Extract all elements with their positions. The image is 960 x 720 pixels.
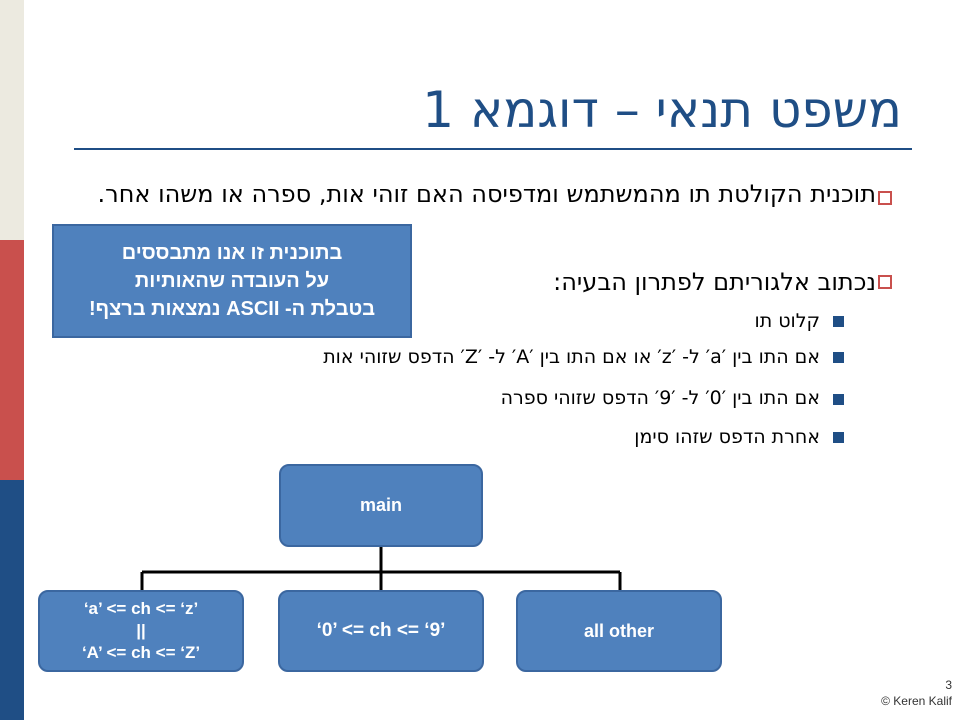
sub-bullet-text-1: קלוט תו xyxy=(754,310,820,332)
sub-bullet-square-icon xyxy=(833,352,844,363)
left-stripe-red xyxy=(0,240,24,480)
node-digit-condition: ‘0’ <= ch <= ‘9’ xyxy=(278,590,484,672)
sub-bullet-square-icon xyxy=(833,432,844,443)
sub-bullet-text-2: אם התו בין ′a′ ל- ′z′ או אם התו בין ′A′ … xyxy=(323,346,820,368)
bullet-text-2: נכתוב אלגוריתם לפתרון הבעיה: xyxy=(553,268,876,296)
bullet-square-icon xyxy=(878,191,892,205)
left-stripe-blue xyxy=(0,480,24,720)
sub-bullet-text-4: אחרת הדפס שזהו סימן xyxy=(634,426,820,448)
node-letter-condition: ‘a’ <= ch <= ‘z’ || ‘A’ <= ch <= ‘Z’ xyxy=(38,590,244,672)
left-stripe-beige xyxy=(0,0,24,240)
slide-title: משפט תנאי – דוגמא 1 xyxy=(422,81,902,139)
bullet-text-1: תוכנית הקולטת תו מהמשתמש ומדפיסה האם זוה… xyxy=(97,180,876,208)
node-other-label: all other xyxy=(583,620,654,641)
node-main-label: main xyxy=(359,495,402,515)
node-letter-line-2: || xyxy=(136,621,146,640)
node-letter-line-3: ‘A’ <= ch <= ‘Z’ xyxy=(81,643,201,662)
copyright-text: © Keren Kalif xyxy=(881,694,952,708)
sub-bullet-square-icon xyxy=(833,394,844,405)
sub-bullet-square-icon xyxy=(833,316,844,327)
title-divider xyxy=(74,148,912,150)
node-letter-line-1: ‘a’ <= ch <= ‘z’ xyxy=(83,599,199,618)
node-main: main xyxy=(279,464,483,547)
ascii-callout-box: בתוכנית זו אנו מתבססים על העובדה שהאותיו… xyxy=(52,224,412,338)
node-digit-label: ‘0’ <= ch <= ‘9’ xyxy=(316,620,446,641)
callout-line-1: בתוכנית זו אנו מתבססים xyxy=(121,242,343,264)
bullet-square-icon xyxy=(878,275,892,289)
sub-bullet-text-3: אם התו בין ′0′ ל- ′9′ הדפס שזוהי ספרה xyxy=(500,387,820,409)
page-number: 3 xyxy=(945,678,952,692)
callout-line-3: בטבלת ה- ASCII נמצאות ברצף! xyxy=(88,298,376,320)
callout-line-2: על העובדה שהאותיות xyxy=(134,270,330,292)
node-other: all other xyxy=(516,590,722,672)
